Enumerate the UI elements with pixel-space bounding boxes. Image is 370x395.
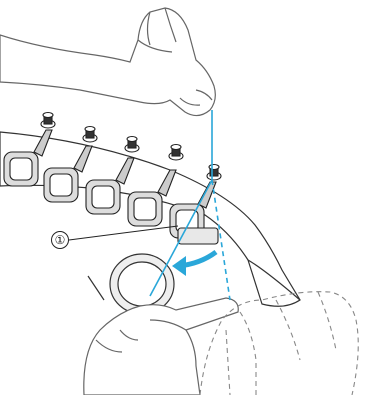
callout-leader [69, 226, 178, 240]
spool-pin [88, 276, 104, 300]
callout-number-1: ① [51, 231, 69, 249]
upper-hand-icon [0, 8, 215, 116]
rotation-arrow-icon [172, 252, 216, 276]
